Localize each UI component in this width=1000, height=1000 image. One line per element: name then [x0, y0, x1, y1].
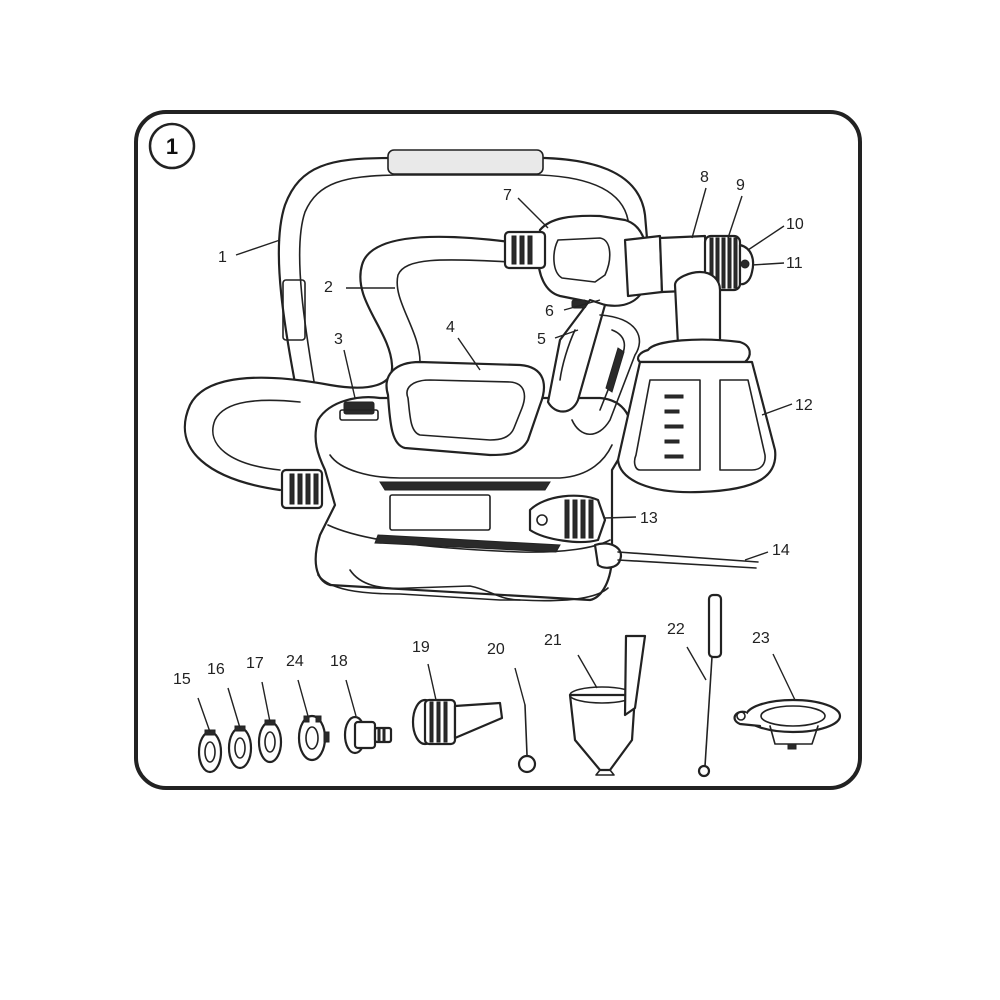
- nozzle-15: [197, 729, 223, 774]
- callout-label: 3: [334, 331, 343, 348]
- callout-label: 6: [545, 303, 554, 320]
- callout-16: 16: [207, 661, 241, 729]
- callout-12: 12: [761, 397, 813, 416]
- callout-label: 13: [640, 510, 658, 527]
- callout-label: 14: [772, 542, 790, 559]
- callout-15: 15: [173, 671, 211, 733]
- callout-10: 10: [747, 216, 804, 251]
- callout-label: 16: [207, 661, 225, 678]
- callout-9: 9: [727, 177, 745, 239]
- callout-5: 5: [537, 329, 579, 348]
- air-filter-cover: [528, 494, 607, 544]
- housing-handle: [385, 360, 546, 457]
- figure-number-badge: 1: [148, 122, 196, 170]
- cleaning-needle-20: [517, 704, 537, 774]
- paint-sprayer-illustration: [183, 149, 777, 602]
- callout-label: 1: [218, 249, 227, 266]
- callout-label: 21: [544, 632, 562, 649]
- figure-number: 1: [166, 134, 178, 159]
- callout-label: 17: [246, 655, 264, 672]
- callout-label: 9: [736, 177, 745, 194]
- nozzle-24: [297, 714, 330, 762]
- callouts: 1 2 3 4 5 6 7 8: [173, 169, 813, 733]
- callout-8: 8: [691, 169, 709, 239]
- callout-19: 19: [412, 639, 437, 701]
- callout-label: 24: [286, 653, 304, 670]
- callout-3: 3: [334, 331, 356, 399]
- callout-4: 4: [446, 319, 481, 371]
- callout-11: 11: [751, 255, 803, 272]
- spray-gun: [503, 214, 664, 436]
- callout-label: 18: [330, 653, 348, 670]
- cleaning-brush-22: [697, 593, 723, 778]
- callout-label: 12: [795, 397, 813, 414]
- callout-label: 8: [700, 169, 709, 186]
- viscosity-cup-21: [568, 634, 647, 776]
- callout-label: 2: [324, 279, 333, 296]
- callout-23: 23: [752, 630, 796, 701]
- callout-17: 17: [246, 655, 271, 723]
- callout-label: 19: [412, 639, 430, 656]
- callout-label: 10: [786, 216, 804, 233]
- callout-18: 18: [330, 653, 357, 717]
- power-cord: [593, 542, 759, 569]
- callout-label: 22: [667, 621, 685, 638]
- callout-24: 24: [286, 653, 309, 717]
- paint-container: [616, 270, 777, 494]
- callout-label: 4: [446, 319, 455, 336]
- extension-19: [411, 698, 504, 746]
- callout-label: 23: [752, 630, 770, 647]
- callout-14: 14: [744, 542, 790, 561]
- motor-housing: [314, 396, 633, 602]
- callout-label: 7: [503, 187, 512, 204]
- callout-1: 1: [218, 239, 281, 266]
- callout-label: 15: [173, 671, 191, 688]
- hose-connector-left: [280, 468, 324, 510]
- callout-label: 20: [487, 641, 505, 658]
- callout-label: 5: [537, 331, 546, 348]
- callout-20: 20: [487, 641, 526, 706]
- callout-label: 11: [786, 255, 803, 272]
- adapter-18: [343, 715, 393, 755]
- callout-21: 21: [544, 632, 598, 689]
- callout-13: 13: [604, 510, 658, 527]
- callout-2: 2: [324, 279, 395, 296]
- nozzle-16: [227, 725, 253, 770]
- callout-7: 7: [503, 187, 549, 229]
- callout-22: 22: [667, 621, 707, 681]
- accessories: [197, 593, 842, 778]
- nozzle-17: [257, 719, 283, 764]
- filler-funnel-23: [733, 698, 842, 750]
- callout-6: 6: [545, 299, 601, 320]
- hose: [183, 235, 512, 492]
- hose-clip: [339, 401, 379, 421]
